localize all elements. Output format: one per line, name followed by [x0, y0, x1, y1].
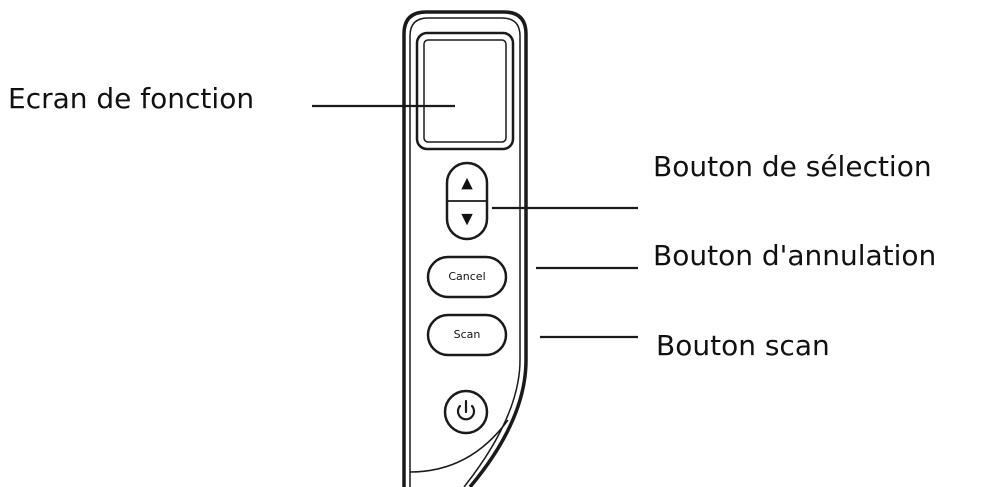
callout-scan-button: Bouton scan — [656, 329, 830, 362]
cancel-button[interactable]: Cancel — [426, 255, 508, 299]
callout-function-screen: Ecran de fonction — [8, 82, 254, 115]
cancel-button-label: Cancel — [448, 270, 485, 283]
power-button-body[interactable] — [443, 389, 489, 435]
up-arrow-icon[interactable]: ▲ — [461, 174, 473, 192]
down-arrow-icon[interactable]: ▼ — [461, 210, 473, 228]
selection-button[interactable]: ▲ ▼ — [445, 161, 489, 241]
device-body-inner-edge — [409, 17, 521, 487]
device-body-outline — [402, 10, 528, 487]
function-screen-display — [423, 39, 507, 143]
scan-button-label: Scan — [454, 328, 481, 341]
function-screen-frame — [415, 31, 515, 151]
scan-button-body[interactable] — [426, 313, 508, 357]
callout-cancel-button: Bouton d'annulation — [653, 239, 936, 272]
cancel-button-body[interactable] — [426, 255, 508, 299]
power-icon — [456, 399, 476, 421]
scan-button[interactable]: Scan — [426, 313, 508, 357]
callout-selection-button: Bouton de sélection — [653, 150, 932, 183]
power-button[interactable] — [443, 389, 489, 435]
device-lower-trim — [409, 419, 509, 473]
